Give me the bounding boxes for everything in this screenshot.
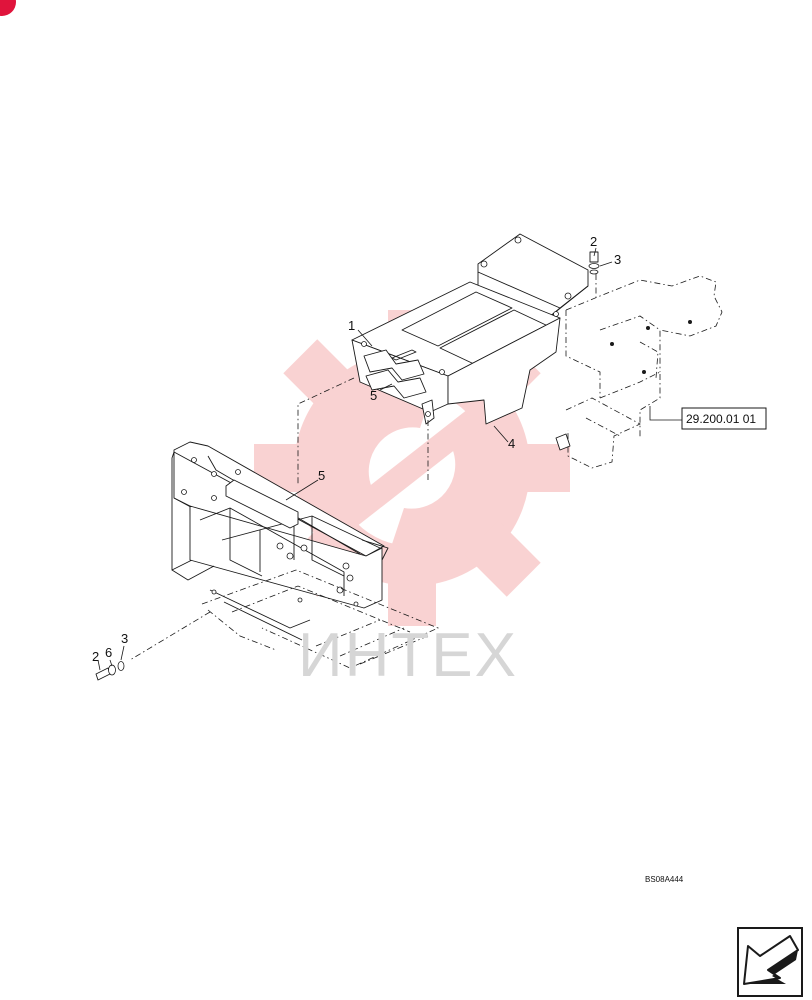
watermark-text: ИНТЕХ (298, 621, 518, 690)
reference-box[interactable]: 29.200.01 01 (681, 407, 767, 430)
callout-2-top: 2 (590, 234, 597, 249)
drawing-code: BS08A444 (645, 875, 684, 884)
leader-lines (97, 247, 682, 671)
callout-2-bottom: 2 (92, 649, 99, 664)
reference-frame (555, 275, 723, 469)
navigation-arrow-icon[interactable] (737, 927, 803, 997)
top-screw-stack (588, 251, 600, 275)
callout-6: 6 (105, 645, 112, 660)
callout-5-lower: 5 (318, 468, 325, 483)
callout-3-bottom: 3 (121, 631, 128, 646)
callout-4: 4 (508, 436, 515, 451)
cover-assembly (351, 233, 589, 425)
callout-1: 1 (348, 318, 355, 333)
reference-label: 29.200.01 01 (686, 412, 756, 426)
box-frame (171, 441, 389, 641)
bottom-screw-stack (95, 661, 125, 681)
base-plate (201, 569, 440, 669)
corner-mark (0, 0, 16, 16)
callout-3-top: 3 (614, 252, 621, 267)
callout-5-upper: 5 (370, 388, 377, 403)
